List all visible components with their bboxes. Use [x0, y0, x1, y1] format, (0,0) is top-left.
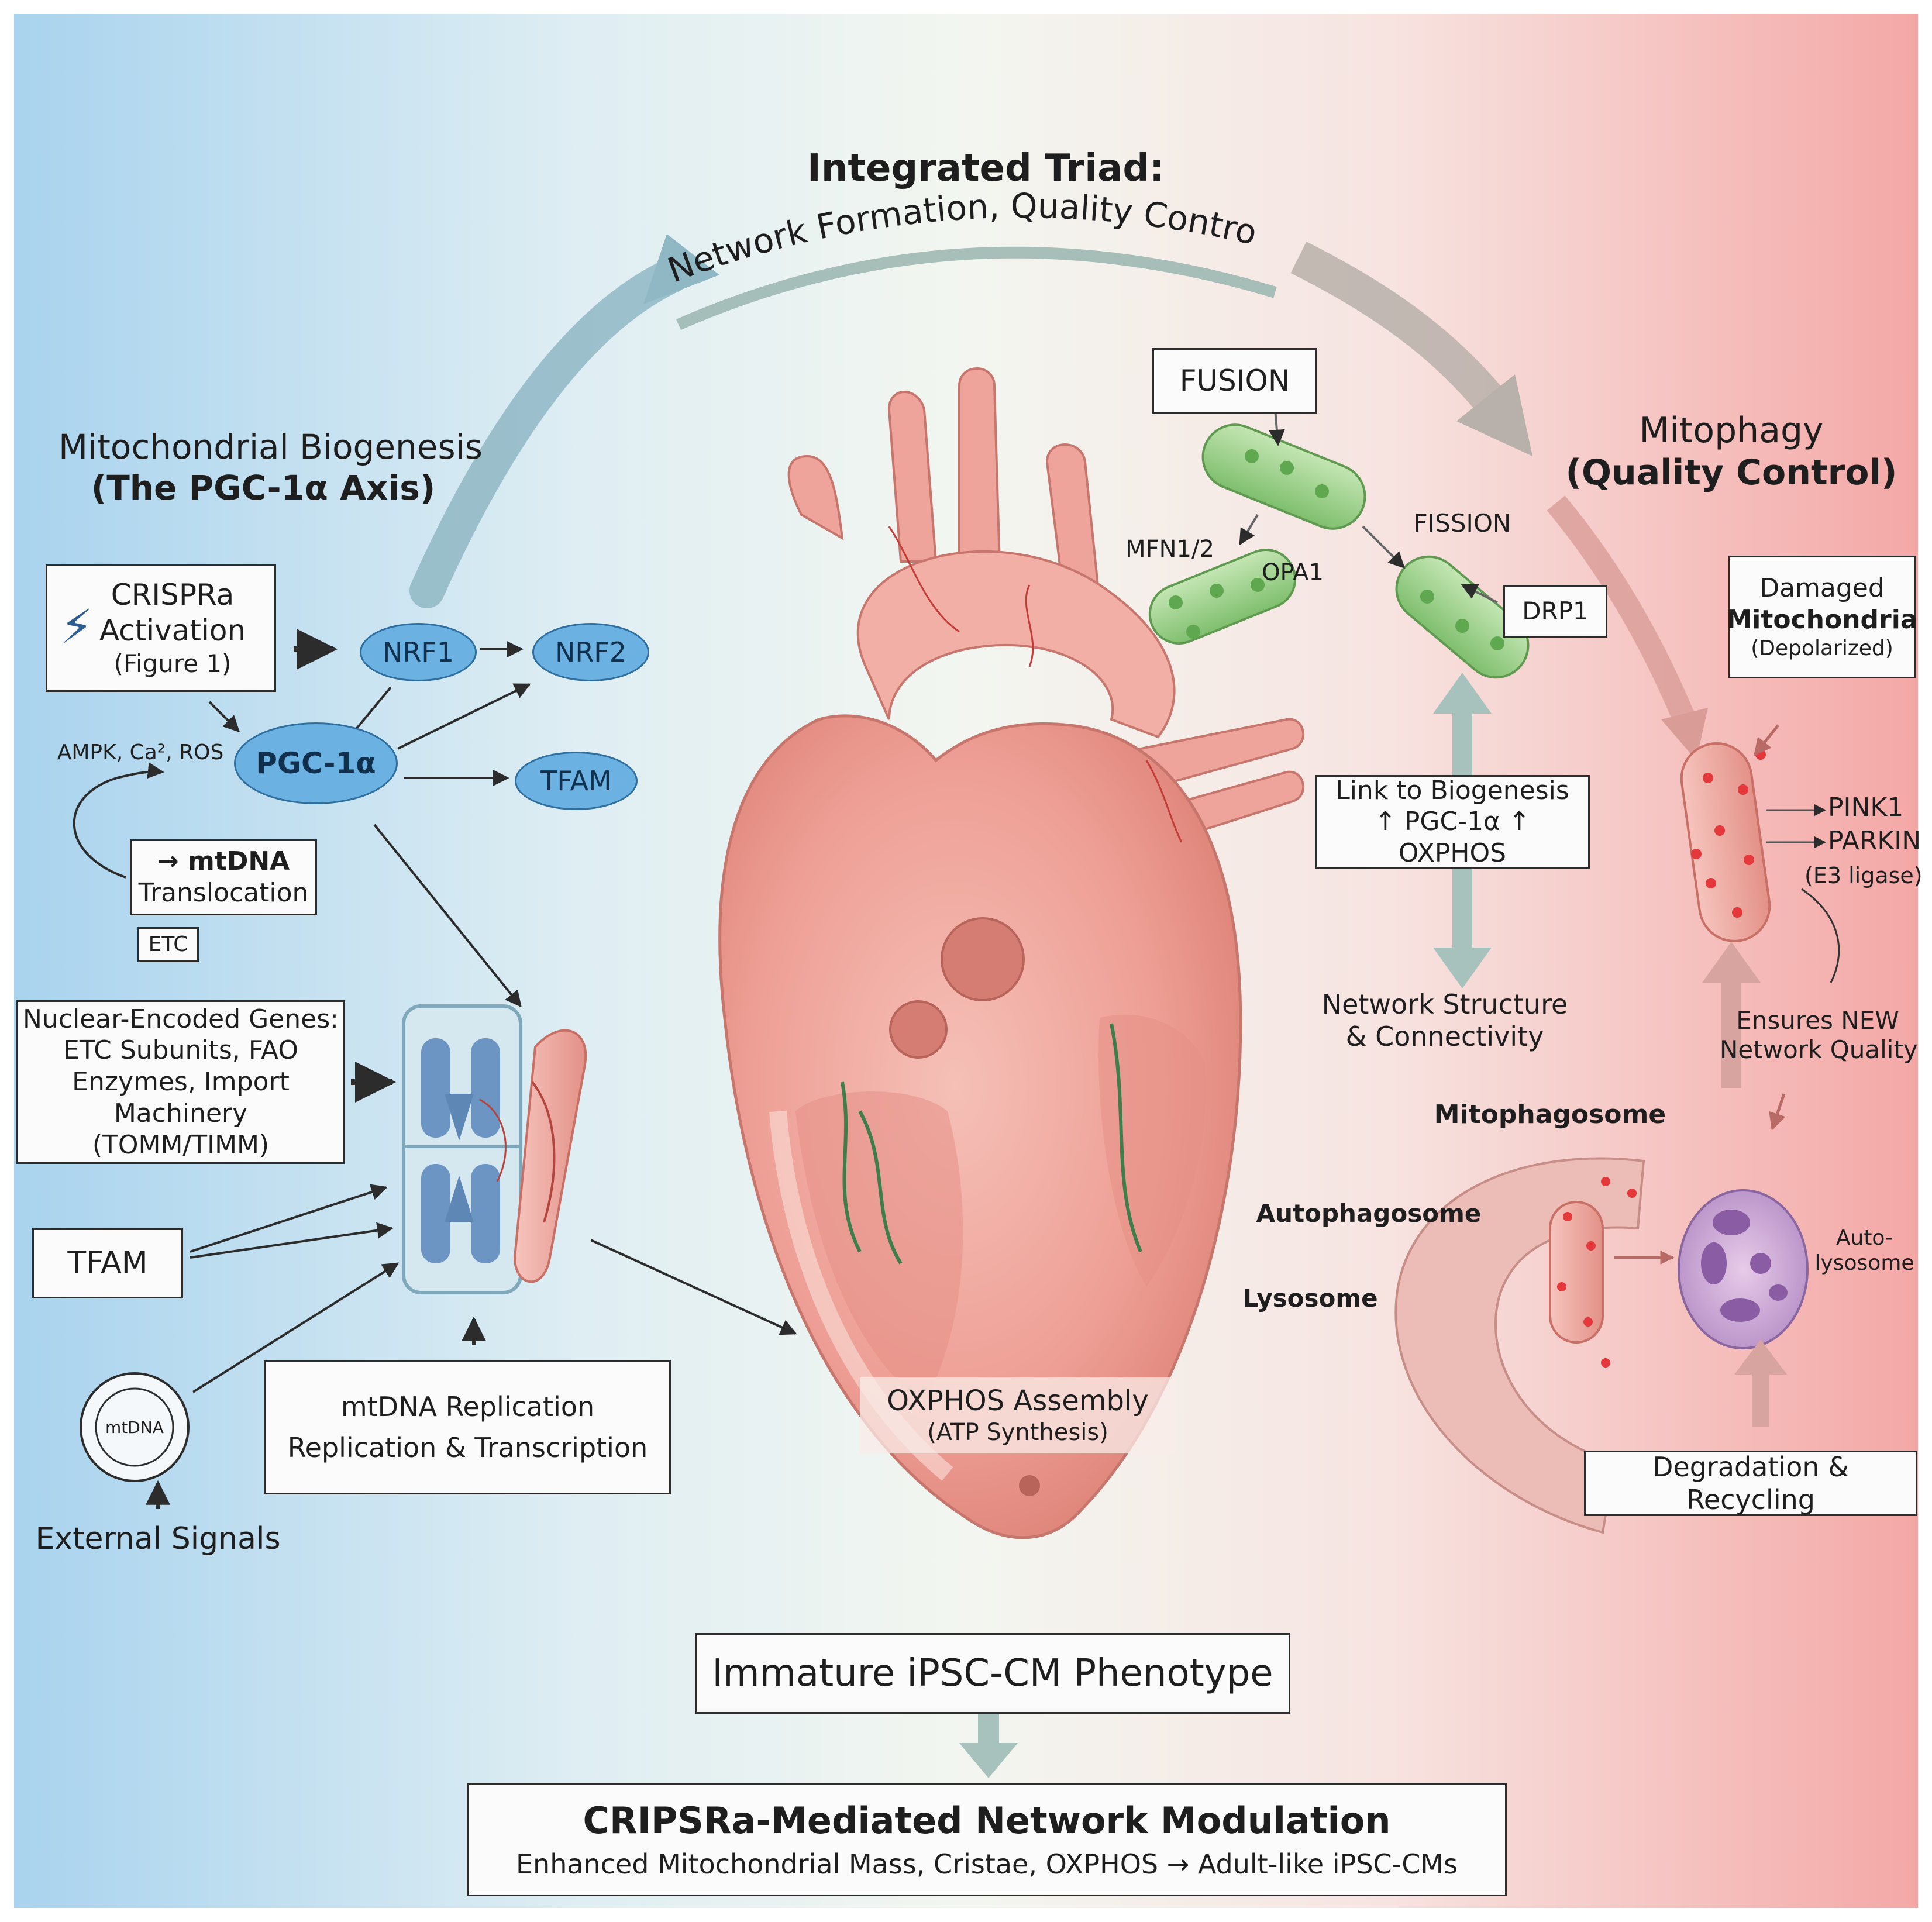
mitophagy-title-line2: (Quality Control)	[1565, 452, 1897, 493]
degradation-box: Degradation & Recycling	[1584, 1451, 1917, 1516]
autolysosome-label: Auto- lysosome	[1813, 1225, 1916, 1276]
mtdna-circle-label: mtDNA	[105, 1418, 164, 1437]
mtdna-line2: Translocation	[138, 878, 309, 908]
result-box: CRIPSRa-Mediated Network Modulation Enha…	[467, 1783, 1507, 1896]
fission-label: FISSION	[1413, 509, 1511, 538]
nuclear-line1: Nuclear-Encoded Genes:	[23, 1004, 339, 1034]
heart-illustration	[718, 367, 1304, 1539]
crispra-line1: CRISPRa	[111, 578, 235, 612]
e3-label: (E3 ligase)	[1804, 863, 1923, 888]
network-line2: & Connectivity	[1345, 1021, 1544, 1053]
signals-label: AMPK, Ca², ROS	[57, 740, 224, 764]
replication-line2: Replication & Transcription	[287, 1432, 648, 1463]
tfam-box: TFAM	[32, 1228, 183, 1298]
drp1-box: DRP1	[1503, 585, 1607, 638]
damaged-line1: Damaged	[1759, 573, 1885, 604]
oxphos-line1: OXPHOS Assembly	[887, 1384, 1149, 1417]
ensures-line2: Network Quality	[1720, 1035, 1918, 1065]
ensures-label: Ensures NEW Network Quality	[1720, 1006, 1918, 1065]
node-pgc1a: PGC-1α	[234, 722, 398, 804]
autophagosome-label: Autophagosome	[1256, 1199, 1482, 1228]
node-nrf1: NRF1	[360, 623, 477, 681]
nuclear-line3: Enzymes, Import Machinery	[72, 1067, 290, 1128]
replication-line1: mtDNA Replication	[340, 1390, 595, 1422]
pink1-label: PINK1	[1828, 793, 1904, 822]
opa1-label: OPA1	[1262, 559, 1324, 586]
damaged-box: Damaged Mitochondria (Depolarized)	[1726, 556, 1918, 678]
mitophagy-title: Mitophagy (Quality Control)	[1556, 409, 1907, 494]
biogenesis-title: Mitochondrial Biogenesis (The PGC-1α Axi…	[58, 427, 483, 508]
crispra-line2: Activation	[99, 614, 246, 648]
lightning-icon: ⚡	[60, 600, 94, 654]
network-label: Network Structure & Connectivity	[1304, 988, 1585, 1053]
etc-box: ETC	[137, 927, 199, 962]
mtdna-line1: → mtDNA	[157, 846, 290, 877]
oxphos-line2: (ATP Synthesis)	[927, 1418, 1108, 1446]
nuclear-line2: ETC Subunits, FAO	[63, 1035, 298, 1066]
nuclear-genes-box: Nuclear-Encoded Genes: ETC Subunits, FAO…	[16, 1000, 345, 1164]
result-title: CRIPSRa-Mediated Network Modulation	[583, 1799, 1391, 1842]
result-subtitle: Enhanced Mitochondrial Mass, Cristae, OX…	[515, 1848, 1458, 1880]
nuclear-line4: (TOMM/TIMM)	[92, 1129, 270, 1160]
parkin-label: PARKIN	[1828, 826, 1921, 856]
organelle-illustration	[402, 1004, 587, 1294]
network-line1: Network Structure	[1321, 988, 1568, 1020]
node-nrf2: NRF2	[532, 623, 649, 681]
autolysosome-line2: lysosome	[1814, 1251, 1914, 1276]
damaged-line2: Mitochondria	[1726, 605, 1918, 635]
biogenesis-title-line2: (The PGC-1α Axis)	[91, 467, 436, 508]
biogenesis-title-line1: Mitochondrial Biogenesis	[58, 427, 483, 467]
mfn-label: MFN1/2	[1125, 536, 1214, 563]
node-tfam: TFAM	[515, 752, 638, 810]
damaged-line3: (Depolarized)	[1751, 636, 1893, 660]
diagram-title: Integrated Triad:	[807, 147, 1165, 190]
replication-box: mtDNA Replication Replication & Transcri…	[264, 1360, 671, 1494]
mitophagosome-label: Mitophagosome	[1434, 1100, 1666, 1129]
crispra-box: ⚡ CRISPRa Activation (Figure 1)	[46, 564, 276, 692]
link-line1: Link to Biogenesis	[1335, 775, 1569, 805]
link-line2: ↑ PGC-1α ↑ OXPHOS	[1375, 807, 1530, 868]
mitophagy-title-line1: Mitophagy	[1639, 410, 1824, 451]
crispra-line3: (Figure 1)	[113, 649, 232, 678]
biogenesis-link-box: Link to Biogenesis ↑ PGC-1α ↑ OXPHOS	[1315, 775, 1590, 869]
autolysosome-line1: Auto-	[1835, 1226, 1893, 1250]
lysosome-label: Lysosome	[1242, 1284, 1378, 1313]
immature-box: Immature iPSC-CM Phenotype	[695, 1633, 1290, 1714]
fusion-box: FUSION	[1152, 348, 1317, 414]
ensures-line1: Ensures NEW	[1736, 1006, 1899, 1035]
external-signals-label: External Signals	[35, 1521, 281, 1556]
oxphos-label: OXPHOS Assembly (ATP Synthesis)	[860, 1377, 1176, 1453]
mtdna-translocation-box: → mtDNA Translocation	[130, 839, 317, 915]
